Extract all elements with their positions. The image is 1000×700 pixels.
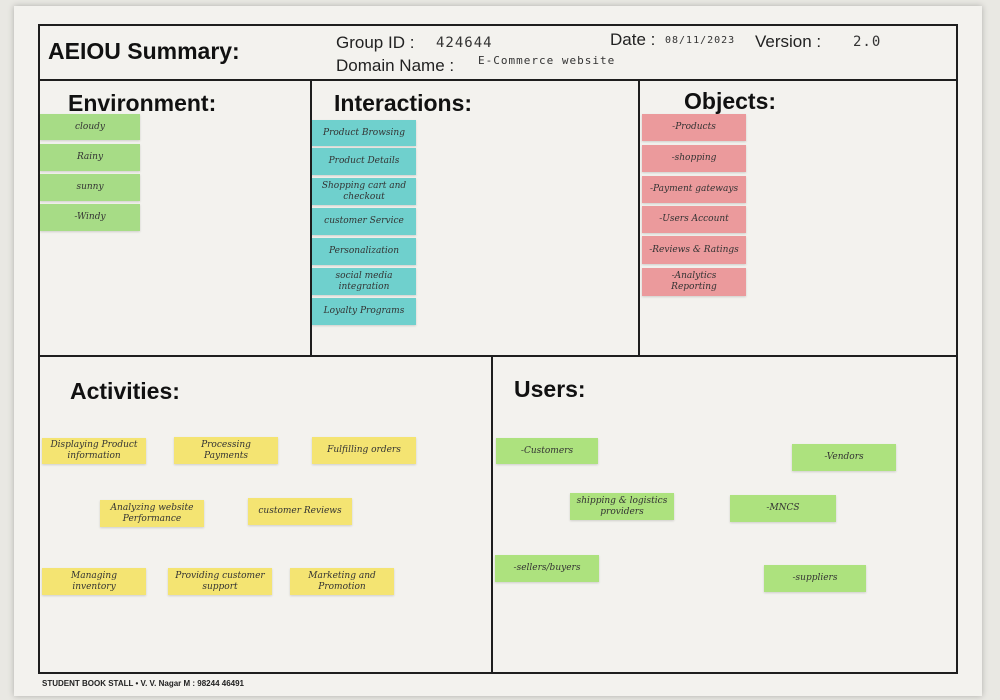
domain-label: Domain Name : (336, 56, 455, 75)
frame-top-border (38, 24, 958, 26)
activity-note: Analyzing website Performance (100, 500, 204, 527)
activities-title: Activities: (70, 378, 180, 404)
user-note: -MNCS (730, 495, 836, 522)
page-title: AEIOU Summary: (48, 38, 240, 64)
interactions-title: Interactions: (334, 90, 473, 116)
column-divider-2 (638, 79, 640, 356)
activity-note: customer Reviews (248, 498, 352, 525)
domain-value: E-Commerce website (478, 54, 616, 67)
date-label: Date : (610, 30, 656, 49)
object-note: -shopping (642, 145, 746, 172)
user-note: -Customers (496, 438, 598, 464)
frame-left-border (38, 24, 40, 674)
user-note: -suppliers (764, 565, 866, 592)
environment-note: Rainy (40, 144, 140, 171)
user-note: -Vendors (792, 444, 896, 471)
date-value: 08/11/2023 (665, 35, 736, 46)
interaction-note: Loyalty Programs (312, 298, 416, 325)
frame-bottom-border (38, 672, 958, 674)
users-title: Users: (514, 376, 586, 402)
footer-text: STUDENT BOOK STALL • V. V. Nagar M : 982… (42, 679, 244, 688)
version-value: 2.0 (853, 34, 882, 50)
row-divider (38, 355, 958, 357)
environment-title: Environment: (68, 90, 217, 116)
user-note: shipping & logistics providers (570, 493, 674, 520)
column-divider-3 (491, 355, 493, 673)
object-note: -Payment gateways (642, 176, 746, 203)
object-note: -Products (642, 114, 746, 141)
object-note: -Users Account (642, 206, 746, 233)
activity-note: Managing inventory (42, 568, 146, 595)
object-note: -Analytics Reporting (642, 268, 746, 296)
group-id-value: 424644 (436, 35, 493, 51)
interaction-note: Product Browsing (312, 120, 416, 146)
environment-note: sunny (40, 174, 140, 201)
environment-note: cloudy (40, 114, 140, 140)
header-divider (38, 79, 958, 81)
objects-title: Objects: (684, 88, 777, 114)
interaction-note: social media integration (312, 268, 416, 295)
group-id-label: Group ID : (336, 33, 415, 52)
activity-note: Fulfilling orders (312, 437, 416, 464)
user-note: -sellers/buyers (495, 555, 599, 582)
interaction-note: Personalization (312, 238, 416, 265)
column-divider-1 (310, 79, 312, 356)
activity-note: Processing Payments (174, 437, 278, 464)
activity-note: Marketing and Promotion (290, 568, 394, 595)
frame-right-border (956, 24, 958, 674)
activity-note: Providing customer support (168, 568, 272, 595)
object-note: -Reviews & Ratings (642, 236, 746, 264)
interaction-note: Product Details (312, 148, 416, 175)
interaction-note: Shopping cart and checkout (312, 178, 416, 205)
activity-note: Displaying Product information (42, 438, 146, 464)
version-label: Version : (755, 32, 822, 51)
environment-note: -Windy (40, 204, 140, 231)
interaction-note: customer Service (312, 208, 416, 235)
